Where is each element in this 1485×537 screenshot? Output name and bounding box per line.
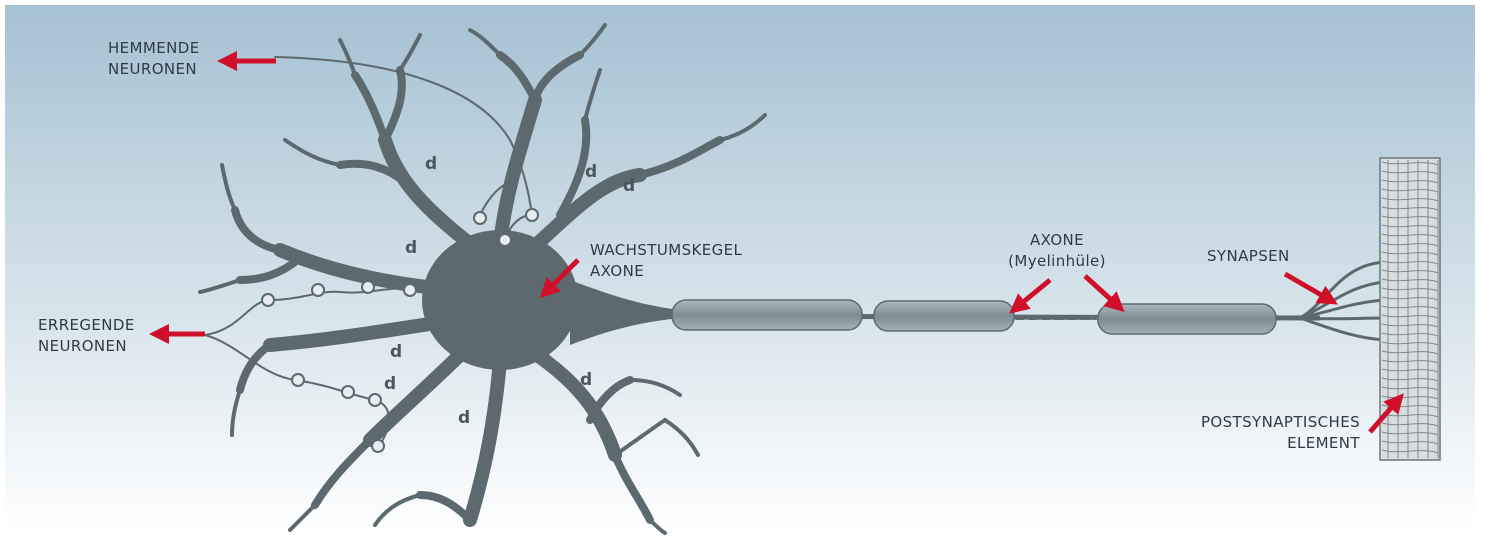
- dendrite-mark: d: [384, 374, 397, 395]
- dendrite-mark: d: [458, 408, 471, 429]
- label-line: NEURONEN: [108, 59, 200, 80]
- dendrite-mark: d: [425, 154, 438, 175]
- dendrite-mark: d: [585, 162, 598, 183]
- label-excitatory-neurons: ERREGENDE NEURONEN: [38, 315, 135, 357]
- label-line: AXONE: [590, 261, 742, 282]
- label-inhibitory-neurons: HEMMENDE NEURONEN: [108, 38, 200, 80]
- label-postsynaptic-element: POSTSYNAPTISCHES ELEMENT: [1190, 412, 1360, 454]
- label-line: NEURONEN: [38, 336, 135, 357]
- label-line: ELEMENT: [1190, 433, 1360, 454]
- arrow-axon-left: [1016, 280, 1050, 308]
- arrow-axon-right: [1085, 276, 1118, 306]
- dendrite-mark: d: [390, 342, 403, 363]
- label-line: AXONE: [1002, 230, 1112, 251]
- label-line: HEMMENDE: [108, 38, 200, 59]
- dendrite-mark: d: [623, 176, 636, 197]
- arrow-synapses: [1285, 274, 1330, 300]
- arrow-postsynaptic: [1370, 400, 1398, 432]
- label-line: POSTSYNAPTISCHES: [1190, 412, 1360, 433]
- label-line: (Myelinhüle): [1002, 251, 1112, 272]
- label-line: WACHSTUMSKEGEL: [590, 240, 742, 261]
- label-growth-cone: WACHSTUMSKEGEL AXONE: [590, 240, 742, 282]
- dendrite-mark: d: [580, 370, 593, 391]
- label-axon-myelin: AXONE (Myelinhüle): [1002, 230, 1112, 272]
- label-synapses: SYNAPSEN: [1207, 246, 1290, 267]
- label-line: SYNAPSEN: [1207, 246, 1290, 267]
- dendrite-mark: d: [405, 238, 418, 259]
- label-line: ERREGENDE: [38, 315, 135, 336]
- arrow-growth-cone: [546, 260, 578, 292]
